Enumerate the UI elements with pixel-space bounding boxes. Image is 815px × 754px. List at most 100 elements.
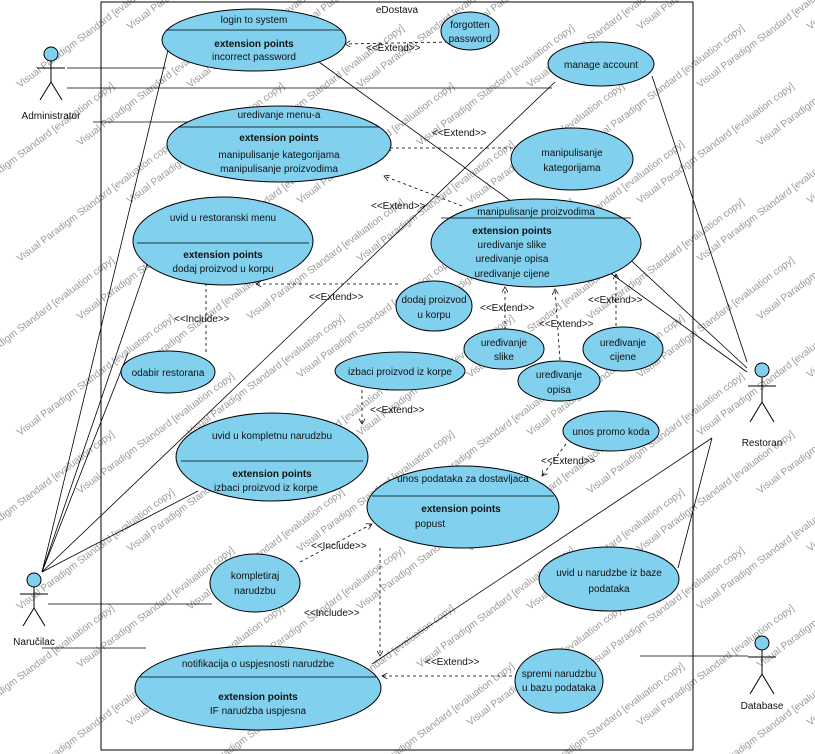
svg-text:uredivanje opisa: uredivanje opisa bbox=[476, 254, 549, 265]
extend-label: <<Extend>> bbox=[309, 292, 364, 303]
svg-text:uvid u narudzbe iz baze: uvid u narudzbe iz baze bbox=[556, 568, 662, 579]
svg-text:incorrect password: incorrect password bbox=[212, 52, 296, 63]
svg-text:odabir restorana: odabir restorana bbox=[132, 368, 205, 379]
use-case-uvid-u-restoranski-menu[interactable]: uvid u restoranski menu extension points… bbox=[132, 196, 314, 286]
svg-text:narudzbu: narudzbu bbox=[234, 586, 276, 597]
use-case-notifikacija[interactable]: notifikacija o uspjesnosti narudzbe exte… bbox=[134, 645, 382, 731]
svg-text:extension points: extension points bbox=[472, 226, 552, 237]
svg-text:manipulisanje proizvodima: manipulisanje proizvodima bbox=[220, 164, 338, 175]
use-case-uredivanje-cijene[interactable]: uređivanje cijene bbox=[582, 326, 664, 372]
actor-database[interactable]: Database bbox=[741, 635, 784, 712]
extend-label: <<Extend>> bbox=[370, 405, 425, 416]
use-case-odabir-restorana[interactable]: odabir restorana bbox=[120, 350, 216, 394]
svg-text:kategorijama: kategorijama bbox=[543, 163, 601, 174]
use-case-uvid-u-kompletnu-narudzbu[interactable]: uvid u kompletnu narudzbu extension poin… bbox=[175, 412, 369, 502]
svg-text:uredivanje cijene: uredivanje cijene bbox=[474, 269, 549, 280]
svg-text:Restoran: Restoran bbox=[742, 438, 783, 449]
extend-label: <<Extend>> bbox=[541, 456, 596, 467]
extend-label: <<Extend>> bbox=[432, 128, 487, 139]
svg-text:unos promo koda: unos promo koda bbox=[572, 427, 650, 438]
svg-text:uređivanje: uređivanje bbox=[536, 370, 583, 381]
use-case-manipulisanje-proizvodima[interactable]: manipulisanje proizvodima extension poin… bbox=[430, 198, 642, 288]
svg-text:extension points: extension points bbox=[214, 39, 294, 50]
svg-text:manipulisanje proizvodima: manipulisanje proizvodima bbox=[477, 207, 595, 218]
svg-text:Administrator: Administrator bbox=[22, 111, 82, 122]
watermark-text: Visual Paradigm Standard [evaluation cop… bbox=[635, 81, 797, 207]
svg-text:slike: slike bbox=[494, 352, 514, 363]
watermark-text: Visual Paradigm Standard [evaluation cop… bbox=[695, 313, 815, 439]
svg-text:IF narudzba uspjesna: IF narudzba uspjesna bbox=[210, 706, 307, 717]
watermark-text: Visual Paradigm Standard [evaluation cop… bbox=[695, 139, 815, 265]
use-case-izbaci-proizvod-iz-korpe[interactable]: izbaci proizvod iz korpe bbox=[334, 351, 466, 391]
use-case-uredivanje-menu[interactable]: uredivanje menu-a extension points manip… bbox=[166, 105, 392, 183]
extend-label: <<Extend>> bbox=[366, 43, 421, 54]
svg-text:extension points: extension points bbox=[421, 504, 501, 515]
extend-label: <<Extend>> bbox=[425, 657, 480, 668]
svg-text:izbaci proizvod iz korpe: izbaci proizvod iz korpe bbox=[214, 483, 318, 494]
svg-text:unos podataka za dostavljaca: unos podataka za dostavljaca bbox=[397, 474, 529, 485]
svg-text:extension points: extension points bbox=[183, 250, 263, 261]
system-boundary bbox=[100, 1, 694, 751]
use-case-unos-podataka-za-dostavljaca[interactable]: unos podataka za dostavljaca extension p… bbox=[366, 465, 560, 549]
svg-text:uredivanje slike: uredivanje slike bbox=[478, 240, 547, 251]
svg-text:dodaj proizvod: dodaj proizvod bbox=[401, 295, 466, 306]
watermark-text: Visual Paradigm Standard [evaluation cop… bbox=[0, 603, 117, 729]
svg-text:extension points: extension points bbox=[239, 133, 319, 144]
use-case-uvid-u-narudzbe-iz-baze[interactable]: uvid u narudzbe iz baze podataka bbox=[538, 546, 680, 612]
include-label: <<Include>> bbox=[174, 314, 230, 325]
svg-text:kompletiraj: kompletiraj bbox=[231, 571, 279, 582]
extend-label: <<Extend>> bbox=[588, 295, 643, 306]
dependency-lines bbox=[206, 42, 616, 676]
svg-text:manipulisanje kategorijama: manipulisanje kategorijama bbox=[218, 150, 340, 161]
svg-text:u korpu: u korpu bbox=[417, 310, 450, 321]
svg-text:password: password bbox=[449, 34, 492, 45]
svg-text:uvid u kompletnu narudzbu: uvid u kompletnu narudzbu bbox=[212, 431, 332, 442]
svg-text:extension points: extension points bbox=[232, 469, 312, 480]
include-label: <<Include>> bbox=[304, 608, 360, 619]
svg-text:extension points: extension points bbox=[218, 692, 298, 703]
svg-text:forgotten: forgotten bbox=[450, 20, 489, 31]
use-case-spremi-narudzbu[interactable]: spremi narudzbu u bazu podataka bbox=[514, 648, 604, 714]
svg-text:cijene: cijene bbox=[610, 352, 637, 363]
svg-text:uvid u restoranski menu: uvid u restoranski menu bbox=[170, 213, 276, 224]
watermark-text: Visual Paradigm Standard [evaluation cop… bbox=[635, 255, 797, 381]
use-case-uredivanje-opisa[interactable]: uređivanje opisa bbox=[517, 360, 601, 402]
svg-text:uređivanje: uređivanje bbox=[481, 338, 528, 349]
use-case-uredivanje-slike[interactable]: uređivanje slike bbox=[463, 328, 545, 370]
extend-label: <<Extend>> bbox=[371, 201, 426, 212]
use-case-unos-promo-koda[interactable]: unos promo koda bbox=[562, 410, 660, 452]
watermark-text: Visual Paradigm Standard [evaluation cop… bbox=[0, 429, 117, 555]
svg-text:u bazu podataka: u bazu podataka bbox=[522, 683, 596, 694]
use-case-manipulisanje-kategorijama[interactable]: manipulisanje kategorijama bbox=[510, 127, 634, 191]
use-case-manage-account[interactable]: manage account bbox=[547, 41, 655, 87]
svg-text:spremi narudzbu: spremi narudzbu bbox=[522, 669, 596, 680]
association-lines bbox=[41, 49, 748, 665]
svg-text:uređivanje: uređivanje bbox=[600, 338, 647, 349]
use-case-login[interactable]: login to system extension points incorre… bbox=[161, 8, 347, 72]
svg-text:manage account: manage account bbox=[564, 60, 638, 71]
watermark-text: Visual Paradigm Standard [evaluation cop… bbox=[695, 487, 815, 613]
watermark-text: Visual Paradigm Standard [evaluation cop… bbox=[0, 255, 117, 381]
actor-restoran[interactable]: Restoran bbox=[742, 362, 783, 449]
svg-text:opisa: opisa bbox=[547, 385, 571, 396]
actor-administrator[interactable]: Administrator bbox=[22, 46, 82, 122]
use-case-dodaj-proizvod-u-korpu[interactable]: dodaj proizvod u korpu bbox=[395, 280, 473, 332]
use-case-kompletiraj-narudzbu[interactable]: kompletiraj narudzbu bbox=[209, 553, 301, 613]
system-title: eDostava bbox=[376, 5, 419, 16]
svg-text:izbaci proizvod iz korpe: izbaci proizvod iz korpe bbox=[348, 367, 452, 378]
svg-text:uredivanje menu-a: uredivanje menu-a bbox=[238, 110, 321, 121]
watermark-text: Visual Paradigm Standard [evaluation cop… bbox=[0, 81, 117, 207]
svg-text:notifikacija o uspjesnosti nar: notifikacija o uspjesnosti narudzbe bbox=[182, 659, 335, 670]
svg-text:Naručilac: Naručilac bbox=[13, 637, 55, 648]
svg-text:Database: Database bbox=[741, 701, 784, 712]
svg-text:podataka: podataka bbox=[588, 584, 630, 595]
svg-text:popust: popust bbox=[415, 519, 445, 530]
use-case-forgotten-password[interactable]: forgotten password bbox=[440, 11, 500, 51]
actor-narucilac[interactable]: Naručilac bbox=[13, 572, 55, 648]
extend-label: <<Extend>> bbox=[480, 303, 535, 314]
include-label: <<Include>> bbox=[311, 541, 367, 552]
svg-text:manipulisanje: manipulisanje bbox=[541, 148, 603, 159]
relation-labels: <<Extend>> <<Extend>> <<Extend>> <<Exten… bbox=[174, 43, 643, 668]
svg-text:login to system: login to system bbox=[221, 15, 288, 26]
